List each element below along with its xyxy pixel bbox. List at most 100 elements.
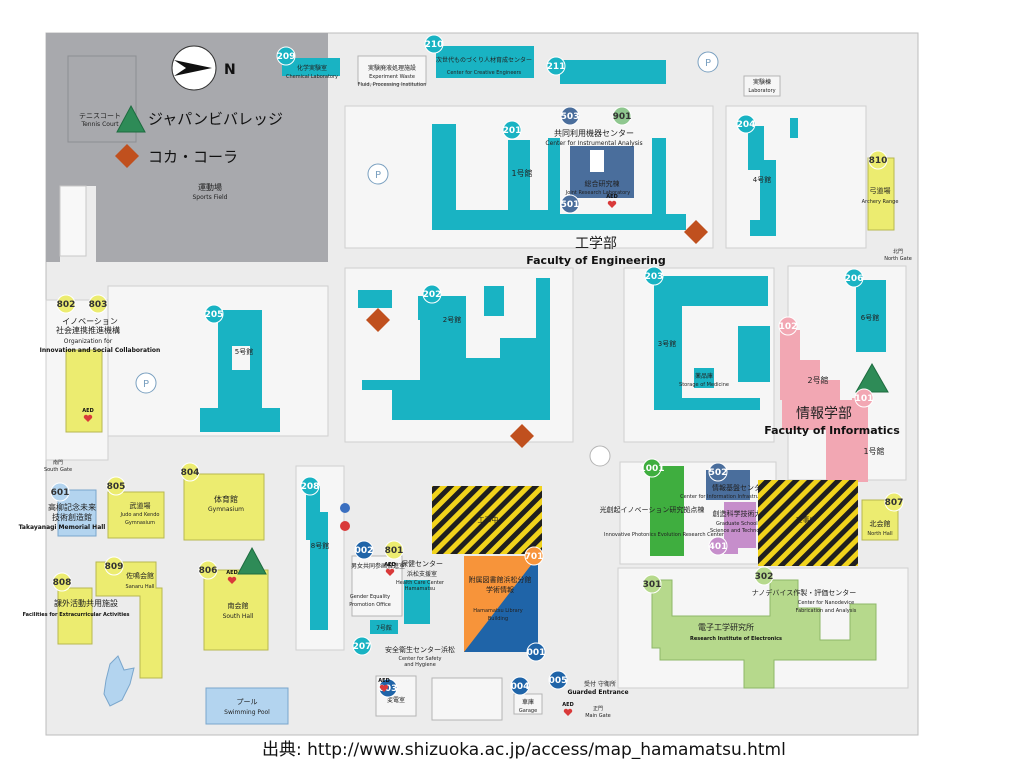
garage [513, 693, 543, 715]
badge-circle [642, 458, 662, 478]
badge-circle [644, 266, 664, 286]
electronics-ja: 電子工学研究所 [698, 622, 754, 632]
badge-number: 801 [385, 546, 404, 556]
bldg-2-small [484, 286, 504, 316]
aed-icon: AED [378, 678, 390, 692]
badge-number: 101 [855, 394, 874, 404]
badge-number: 808 [53, 578, 72, 588]
building-badge-301: 301 [642, 574, 662, 594]
sports-field-en: Sports Field [193, 194, 228, 201]
gender-en2: Promotion Office [349, 602, 391, 608]
bldg-5 [200, 310, 280, 432]
badge-circle [844, 268, 864, 288]
innovation-en1: Organization for [64, 338, 113, 345]
health-en2: Hamamatsu [405, 586, 435, 592]
badge-number: 302 [755, 572, 774, 582]
parking-2-label: P [375, 170, 381, 181]
nano-en2: Fabrication and Analysis [796, 608, 857, 614]
building-badge-210: 210 [424, 34, 444, 54]
aed-icon: AED [384, 562, 396, 576]
badge-number: 102 [779, 322, 798, 332]
badge-circle [50, 482, 70, 502]
beverage-marker-1 [855, 362, 889, 393]
bldg-7 [370, 620, 398, 634]
badge-circle [546, 56, 566, 76]
creative-en: Center for Creative Engineers [447, 70, 522, 76]
badge-circle [884, 492, 904, 512]
badge-circle [736, 114, 756, 134]
engineering-title-en: Faculty of Engineering [526, 254, 666, 267]
info-bldg-2 [780, 330, 854, 482]
safety-en1: Center for Safety [399, 656, 442, 662]
aed-heart-icon [227, 576, 237, 584]
badge-number: 207 [353, 642, 372, 652]
aed-heart-icon [607, 200, 617, 208]
pool-ja: プール [237, 698, 258, 706]
archery-en: Archery Range [862, 199, 899, 205]
safety-en2: and Hygiene [404, 662, 436, 668]
badge-number: 701 [525, 552, 544, 562]
lib-en2: Building [488, 616, 508, 622]
badge-circle [52, 572, 72, 592]
badge-number: 806 [199, 566, 218, 576]
extracurricular-bldg [57, 587, 93, 645]
south-hall-ja: 南会館 [228, 601, 249, 610]
source-caption: 出典: http://www.shizuoka.ac.jp/access/map… [262, 740, 786, 760]
aed-icon: AED [562, 702, 574, 716]
badge-number: 501 [561, 200, 580, 210]
safety-ja: 安全衛生センター浜松 [385, 645, 455, 654]
building-badge-503: 503 [560, 106, 580, 126]
left-strip [59, 185, 87, 257]
badge-number: 803 [89, 300, 108, 310]
aed-heart-icon [379, 684, 389, 692]
photonics-en: Innovative Photonics Evolution Research … [604, 532, 725, 538]
parking-3 [135, 372, 157, 394]
aed-icon: AED [606, 194, 618, 208]
building-badge-804: 804 [180, 462, 200, 482]
restroom-female-icon [340, 521, 350, 531]
sports-field [46, 33, 328, 262]
badge-circle [548, 670, 568, 690]
badge-circle [754, 566, 774, 586]
info-bldg-1-label: 1号館 [863, 446, 884, 456]
badge-number: 004 [511, 682, 530, 692]
parking-2 [367, 163, 389, 185]
innovation-ja1: イノベーション [62, 317, 118, 326]
laboratory-ja: 実験棟 [753, 78, 771, 86]
graduate-en2: Science and Technology [710, 528, 770, 534]
building-badge-401: 401 [708, 536, 728, 556]
badge-circle [354, 540, 374, 560]
badge-circle [106, 476, 126, 496]
building-badge-206: 206 [844, 268, 864, 288]
south-gate-en: South Gate [44, 467, 72, 473]
parking-3-label: P [143, 379, 149, 390]
laboratory-en: Laboratory [748, 88, 775, 94]
legend-diamond [115, 144, 139, 168]
nano-en1: Center for Nanodevice [798, 600, 854, 606]
laboratory [743, 75, 781, 97]
building-badge-102: 102 [778, 316, 798, 336]
judo-gym [107, 491, 165, 539]
badge-number: 401 [709, 542, 728, 552]
badge-circle [198, 560, 218, 580]
bldg-1-label: 1号館 [511, 168, 532, 178]
health-ja1: 保健センター [401, 559, 443, 568]
joint-en: Joint Research Laboratory [565, 190, 630, 196]
building-badge-002: 002 [354, 540, 374, 560]
informatics-title-en: Faculty of Informatics [764, 424, 900, 437]
badge-number: 210 [425, 40, 444, 50]
building-badge-805: 805 [106, 476, 126, 496]
aed-icon: AED [226, 570, 238, 584]
bldg-1 [432, 124, 686, 230]
badge-circle [88, 294, 108, 314]
legend-triangle [116, 104, 146, 133]
building-badge-203: 203 [644, 266, 664, 286]
info-bldg-1 [852, 398, 868, 482]
judo-ja: 武道場 [130, 501, 151, 510]
photonics-ja: 光創起イノベーション研究拠点棟 [600, 505, 705, 514]
creative-engineers [436, 46, 534, 78]
building-badge-204: 204 [736, 114, 756, 134]
badge-number: 805 [107, 482, 126, 492]
